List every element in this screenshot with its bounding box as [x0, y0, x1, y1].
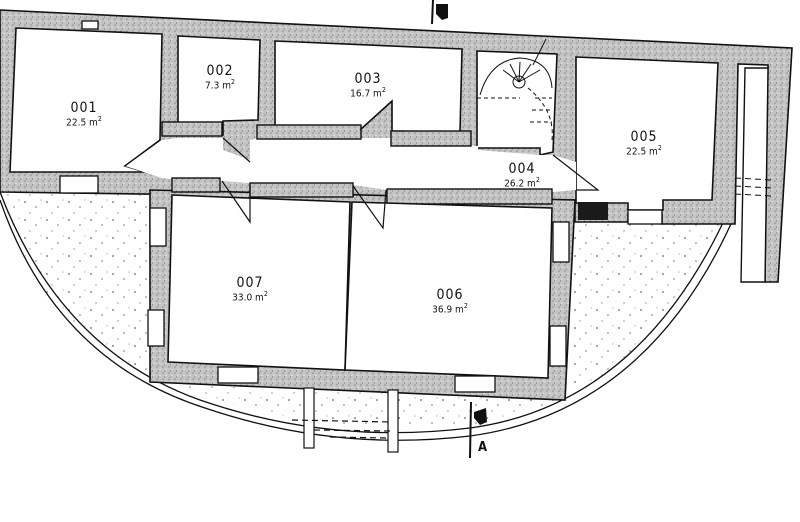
windows	[59, 20, 663, 393]
room-number: 004	[508, 161, 536, 177]
room-number: 007	[236, 275, 264, 291]
room-label-002: 002 7.3 m2	[190, 64, 250, 92]
room-area: 33.0 m2	[232, 289, 268, 304]
section-label: A	[478, 440, 488, 455]
room-label-004: 004 26.2 m2	[487, 162, 557, 190]
room-label-005: 005 22.5 m2	[612, 130, 676, 158]
room-number: 003	[354, 71, 382, 87]
room-area: 22.5 m2	[66, 114, 102, 129]
room-area: 16.7 m2	[350, 85, 386, 100]
room-label-007: 007 33.0 m2	[218, 276, 282, 304]
room-label-003: 003 16.7 m2	[338, 72, 398, 100]
room-area: 22.5 m2	[626, 143, 662, 158]
room-label-006: 006 36.9 m2	[418, 288, 482, 316]
annex-dashes	[734, 177, 773, 197]
room-number: 005	[630, 129, 658, 145]
room-label-001: 001 22.5 m2	[54, 101, 114, 129]
spiral-stair-icon	[477, 38, 553, 141]
doors	[124, 100, 600, 230]
section-marker-top	[431, 0, 448, 25]
room-number: 006	[436, 287, 464, 303]
room-number: 001	[70, 100, 98, 116]
room-area: 7.3 m2	[205, 77, 235, 92]
section-marker-bottom	[469, 401, 487, 459]
room-area: 26.2 m2	[504, 175, 540, 190]
room-number: 002	[206, 63, 234, 79]
room-area: 36.9 m2	[432, 301, 468, 316]
entrance-steps	[291, 387, 399, 453]
walls	[0, 9, 793, 401]
